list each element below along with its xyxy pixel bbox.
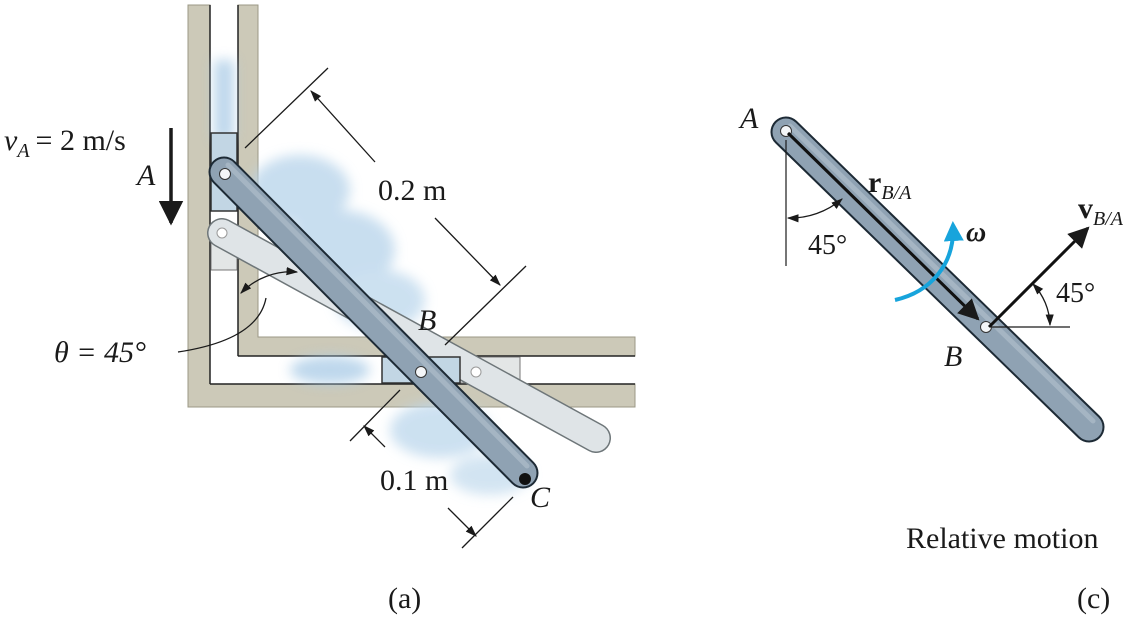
- figure-c: A B rB/A vB/A ω 45° 45° Relative motion …: [738, 102, 1124, 615]
- point-b-c-label: B: [944, 340, 962, 373]
- relative-motion-title: Relative motion: [906, 522, 1098, 555]
- theta-label: θ = 45°: [54, 336, 146, 369]
- position-vector-arrow: [786, 131, 980, 321]
- dimension-long-label: 0.2 m: [378, 174, 446, 207]
- angle-left-label: 45°: [808, 230, 847, 261]
- caption-c: (c): [1077, 582, 1110, 615]
- point-c-dot: [519, 473, 531, 485]
- point-a-c-label: A: [738, 102, 759, 135]
- angle-right-label: 45°: [1056, 278, 1095, 309]
- velocity-label: vA= 2 m/s: [4, 124, 126, 162]
- velocity-vector-arrow: [987, 226, 1090, 329]
- point-c-label: C: [530, 481, 551, 514]
- dimension-short: [349, 389, 514, 549]
- omega-arrow: [894, 221, 964, 302]
- angle-arc-left: [786, 198, 843, 223]
- velocity-vector-label: vB/A: [1078, 192, 1124, 230]
- main-bar: [208, 156, 539, 489]
- dimension-short-label: 0.1 m: [380, 464, 448, 497]
- dimension-long: [244, 67, 527, 346]
- omega-label: ω: [966, 217, 986, 248]
- angle-arc-right: [1032, 283, 1054, 327]
- pin-b: [415, 366, 427, 378]
- figure-a: vA= 2 m/s A B C θ = 45° 0.2 m 0.1 m (a): [4, 4, 636, 615]
- pin-b-c: [980, 321, 992, 333]
- theta-arc: [177, 267, 299, 353]
- point-a-label: A: [135, 159, 156, 192]
- point-b-label: B: [418, 304, 436, 337]
- pin-a: [219, 168, 231, 180]
- position-vector-label: rB/A: [868, 166, 912, 204]
- caption-a: (a): [388, 582, 421, 615]
